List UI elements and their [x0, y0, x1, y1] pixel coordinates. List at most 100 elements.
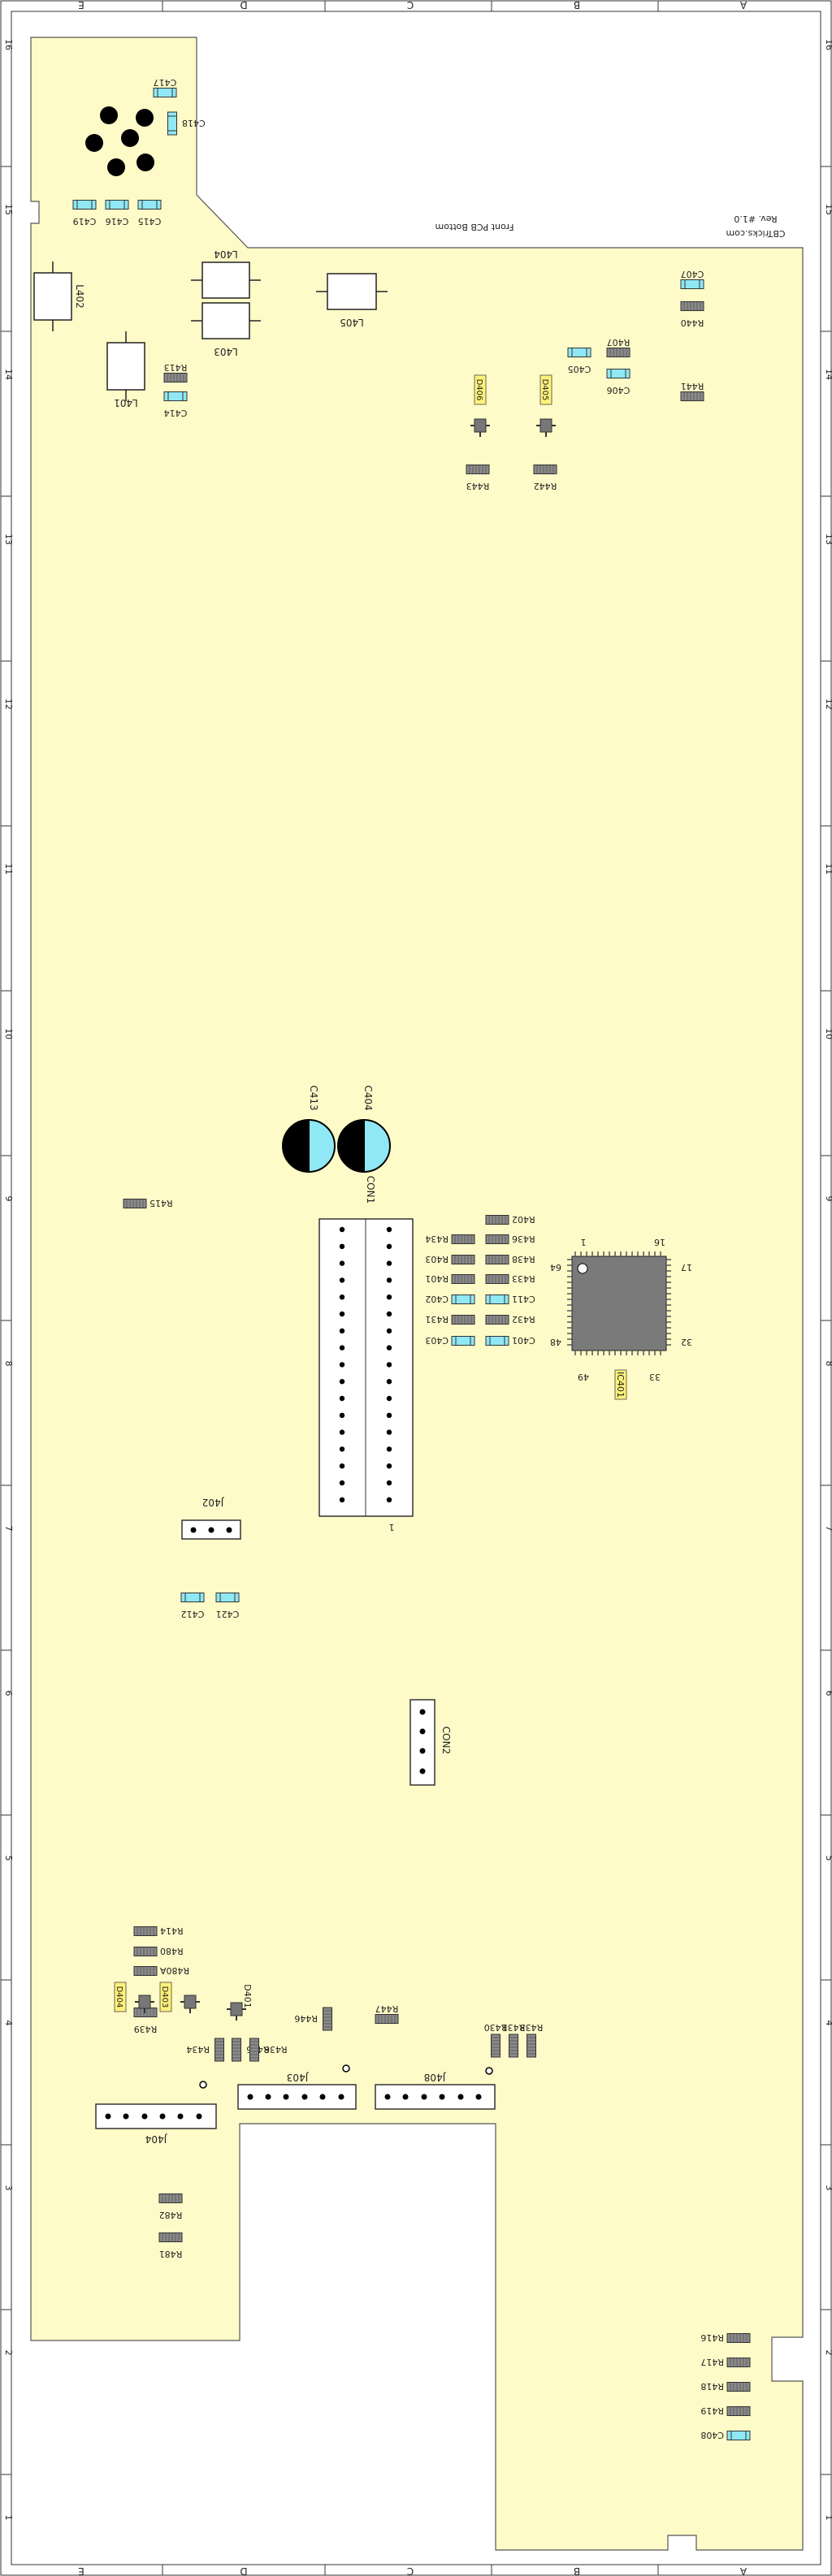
- j404-label: J404: [145, 2133, 167, 2145]
- grid-row-12-left: 12: [3, 698, 14, 710]
- label-d404: D404: [115, 1986, 124, 2008]
- label-r440: R440: [681, 318, 704, 328]
- ic-pin-32: 32: [681, 1337, 692, 1347]
- grid-column-ticks-bottom: [162, 2565, 659, 2575]
- grid-column-labels-bottom: E D C B A: [78, 2565, 747, 2576]
- grid-row-14-left: 14: [3, 369, 14, 380]
- grid-row-15-left: 15: [3, 204, 14, 215]
- grid-row-10-right: 10: [824, 1028, 832, 1039]
- connector-con2: CON2: [410, 1699, 452, 1786]
- smd-resistor-r446: R446: [294, 2007, 332, 2031]
- grid-col-d-bottom: D: [240, 2565, 247, 2576]
- transistor-d401: D401: [227, 1984, 253, 2021]
- smd-capacitor-c411: C411: [485, 1294, 535, 1304]
- label-r430: R430: [484, 2022, 508, 2033]
- ic401-label: IC401: [615, 1372, 626, 1398]
- transistor-d405: D405: [536, 374, 556, 437]
- smd-resistor-r402: R402: [485, 1214, 535, 1225]
- label-r433: R433: [512, 1273, 535, 1284]
- j403-label: J403: [287, 2072, 309, 2083]
- label-r431: R431: [502, 2022, 526, 2033]
- grid-row-6-right: 6: [824, 1691, 832, 1696]
- con1-pins: [339, 1226, 392, 1503]
- grid-row-8-right: 8: [824, 1361, 832, 1367]
- pcb-board-outline: [30, 37, 804, 2551]
- smd-capacitor-c418: C418: [167, 111, 206, 136]
- grid-row-labels: 1616151514141313121211111010998877665544…: [3, 39, 832, 2521]
- grid-row-15-right: 15: [824, 204, 832, 215]
- con1-pin1-label: 1: [389, 1522, 395, 1532]
- grid-row-5-right: 5: [824, 1856, 832, 1861]
- inductor-l404: L404: [191, 249, 261, 299]
- label-r436: R436: [512, 1234, 535, 1244]
- label-c405: C405: [568, 364, 592, 374]
- smd-resistor-r430: R430: [484, 2022, 508, 2058]
- label-r414: R414: [160, 1926, 184, 1936]
- grid-row-12-right: 12: [824, 698, 832, 710]
- label-d403: D403: [160, 1986, 169, 2008]
- inductor-l401: L401: [106, 331, 145, 408]
- label-c421: C421: [216, 1609, 240, 1619]
- grid-row-6-left: 6: [3, 1691, 14, 1696]
- ic-pin-49: 49: [578, 1372, 589, 1382]
- grid-row-2-right: 2: [824, 2350, 832, 2356]
- smd-capacitor-c414: C414: [163, 391, 188, 418]
- label-r407: R407: [607, 337, 630, 348]
- smd-capacitor-c421: C421: [215, 1593, 240, 1619]
- label-r436: R436: [264, 2044, 288, 2055]
- label-c411: C411: [512, 1294, 535, 1304]
- grid-row-7-left: 7: [3, 1526, 14, 1532]
- label-r402: R402: [512, 1214, 535, 1225]
- label-c414: C414: [164, 408, 188, 418]
- smd-capacitor-c419: C419: [72, 200, 97, 227]
- label-r482: R482: [159, 2210, 183, 2220]
- smd-resistor-r480: R480: [133, 1946, 184, 1956]
- label-r401: R401: [425, 1273, 448, 1284]
- smd-resistor-r482: R482: [158, 2193, 183, 2220]
- smd-capacitor-c402: C402: [425, 1294, 475, 1304]
- label-r447: R447: [375, 2003, 399, 2014]
- smd-resistor-r438: R438: [485, 1254, 535, 1264]
- label-r419: R419: [700, 2405, 724, 2416]
- smd-capacitor-c408: C408: [700, 2430, 751, 2440]
- smd-resistor-r447: R447: [375, 2003, 399, 2024]
- smd-resistor-r407: R407: [606, 337, 630, 357]
- inductor-l402: L402: [33, 261, 85, 331]
- label-r415: R415: [150, 1198, 173, 1208]
- grid-row-11-right: 11: [824, 863, 832, 875]
- grid-row-1-left: 1: [3, 2515, 14, 2521]
- smd-resistor-r431: R431: [425, 1314, 475, 1325]
- label-r418: R418: [700, 2381, 724, 2392]
- site-label: CBTricks.com: [726, 228, 785, 239]
- smd-resistor-r433: R433: [485, 1273, 535, 1284]
- grid-row-7-right: 7: [824, 1526, 832, 1532]
- label-r416: R416: [700, 2332, 724, 2343]
- grid-row-16-left: 16: [3, 39, 14, 50]
- smd-resistor-r403: R403: [425, 1254, 475, 1264]
- label-c406: C406: [607, 385, 630, 395]
- label-l405: L405: [340, 317, 364, 328]
- rev-label: Rev. #1.0: [734, 214, 777, 224]
- grid-col-a-top: A: [739, 0, 747, 11]
- ic-pin-64: 64: [550, 1262, 561, 1273]
- label-r433: R433: [520, 2022, 544, 2033]
- header-j408: J408: [375, 2072, 496, 2110]
- grid-col-a-bottom: A: [739, 2565, 747, 2576]
- label-r417: R417: [700, 2357, 724, 2367]
- label-c416: C416: [106, 216, 129, 227]
- grid-row-5-left: 5: [3, 1856, 14, 1861]
- ic-pin-33: 33: [649, 1372, 661, 1382]
- smd-resistor-r436: R436: [485, 1234, 535, 1244]
- label-c408: C408: [700, 2430, 724, 2440]
- grid-row-1-right: 1: [824, 2515, 832, 2521]
- ic-pin-16: 16: [654, 1237, 665, 1247]
- label-c419: C419: [73, 216, 97, 227]
- ic401-label-box: [614, 1369, 627, 1400]
- label-d406: D406: [474, 379, 483, 401]
- smd-resistor-r414: R414: [133, 1926, 184, 1936]
- grid-row-13-right: 13: [824, 534, 832, 545]
- smd-capacitor-c406: C406: [606, 369, 630, 395]
- ic-pin-48: 48: [550, 1337, 561, 1347]
